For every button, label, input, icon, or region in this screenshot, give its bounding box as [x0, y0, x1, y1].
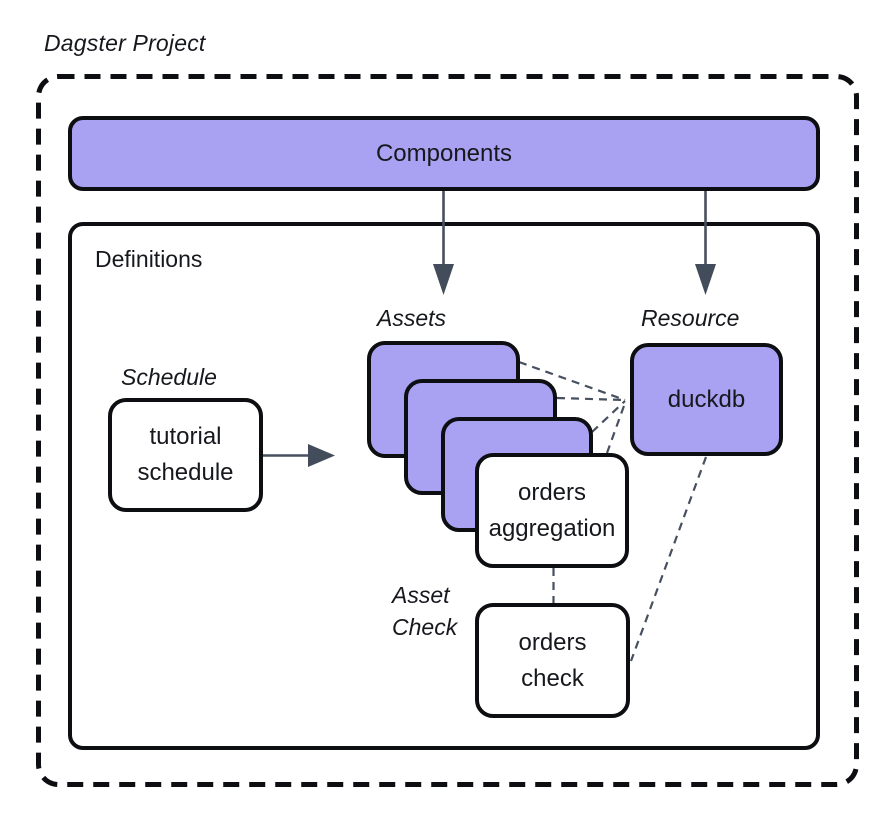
asset-check-label: Asset Check [392, 579, 457, 643]
diagram-title: Dagster Project [44, 30, 206, 56]
asset-check-label-line2: Check [392, 614, 458, 640]
orders-check-node: orders check [475, 603, 630, 718]
definitions-label: Definitions [95, 246, 203, 272]
components-node: Components [68, 116, 820, 191]
orders-aggregation-node: orders aggregation [475, 453, 629, 568]
tutorial-schedule-node: tutorial schedule [108, 398, 263, 512]
orders-check-label-line2: check [521, 664, 584, 692]
tutorial-schedule-label-line2: schedule [137, 459, 234, 486]
orders-aggregation-label-line1: orders [517, 478, 587, 506]
schedule-label: Schedule [121, 364, 217, 390]
components-label: Components [375, 139, 513, 167]
tutorial-schedule-label-line1: tutorial [149, 423, 222, 450]
duckdb-label: duckdb [667, 385, 746, 413]
orders-aggregation-label-line2: aggregation [488, 514, 616, 542]
duckdb-node: duckdb [630, 343, 783, 456]
assets-label: Assets [377, 305, 447, 331]
orders-check-label-line1: orders [518, 628, 587, 656]
asset-check-label-line1: Asset [392, 582, 450, 608]
resource-label: Resource [641, 305, 740, 331]
